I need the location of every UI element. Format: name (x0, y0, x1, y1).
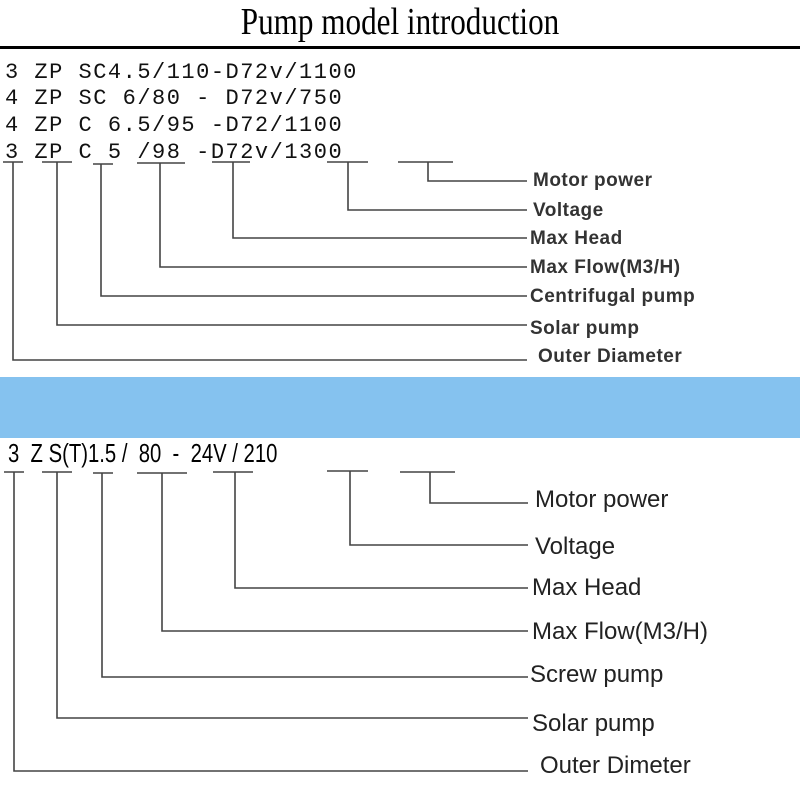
page-title: Pump model introduction (240, 1, 560, 43)
label-max-flow: Max Flow(M3/H) (530, 257, 681, 278)
leader2-motor-power (429, 472, 528, 504)
label2-max-head: Max Head (532, 574, 642, 601)
model-code-1: 3 ZP SC4.5/110-D72v/1100 (5, 60, 358, 85)
label2-voltage: Voltage (535, 533, 616, 560)
leader2-max-flow (161, 473, 528, 632)
model-code-4: 3 ZP C 5 /98 -D72v/1300 (5, 140, 344, 165)
leader-max-head (232, 162, 527, 239)
leader2-outer-dimeter (13, 472, 528, 772)
label-motor-power: Motor power (533, 170, 653, 191)
label2-solar-pump: Solar pump (532, 710, 655, 737)
title-divider (0, 46, 800, 49)
label-voltage: Voltage (533, 200, 604, 221)
label2-outer-dimeter: Outer Dimeter (540, 752, 691, 779)
label-solar-pump: Solar pump (530, 318, 640, 339)
leader-motor-power (427, 162, 527, 182)
leader2-solar (56, 472, 528, 719)
section-separator-band (0, 377, 800, 438)
section1-leader-lines (3, 161, 527, 361)
label2-motor-power: Motor power (535, 486, 669, 513)
label-outer-diameter: Outer Diameter (538, 346, 683, 367)
label-max-head: Max Head (530, 228, 623, 249)
leader2-max-head (234, 472, 528, 589)
model-code-screw: 3 Z S(T)1.5 / 80 - 24V / 210 (8, 438, 278, 468)
leader2-voltage (349, 471, 528, 546)
leader-outer-diameter (12, 162, 527, 361)
leader-solar (56, 162, 527, 326)
model-code-2: 4 ZP SC 6/80 - D72v/750 (5, 86, 344, 111)
leader-max-flow (159, 163, 527, 268)
leader-centrifugal (100, 164, 527, 297)
leader-voltage (347, 162, 527, 211)
label-centrifugal-pump: Centrifugal pump (530, 286, 696, 307)
label2-max-flow: Max Flow(M3/H) (532, 618, 709, 645)
model-code-3: 4 ZP C 6.5/95 -D72/1100 (5, 113, 344, 138)
label2-screw-pump: Screw pump (530, 661, 664, 688)
leader2-screw (101, 473, 528, 678)
